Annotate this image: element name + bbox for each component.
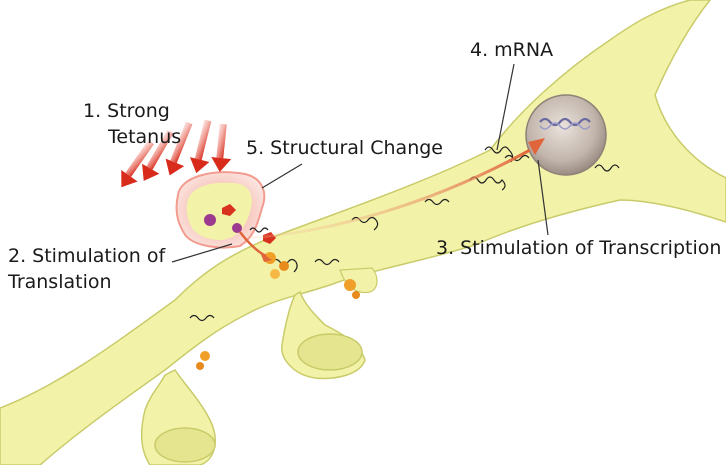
protein-purple xyxy=(232,223,242,233)
protein-purple xyxy=(204,214,216,226)
label-strong-tetanus-2: Tetanus xyxy=(107,126,181,148)
protein-orange xyxy=(270,269,280,279)
label-stimulation-translation-2: Translation xyxy=(7,271,112,293)
protein-orange xyxy=(344,279,356,291)
label-mrna: 4. mRNA xyxy=(470,39,553,61)
leader-structural-change xyxy=(262,164,302,188)
protein-orange xyxy=(196,362,204,370)
spine-lower-left-opening xyxy=(155,428,215,462)
protein-orange xyxy=(200,351,210,361)
label-stimulation-translation-1: 2. Stimulation of xyxy=(8,245,166,267)
label-strong-tetanus-1: 1. Strong xyxy=(83,100,170,122)
protein-orange xyxy=(279,261,289,271)
leader-translation xyxy=(172,244,232,262)
protein-orange xyxy=(352,291,360,299)
label-structural-change: 5. Structural Change xyxy=(246,137,443,159)
spine-lower-middle-opening xyxy=(298,334,362,370)
label-stimulation-transcription: 3. Stimulation of Transcription xyxy=(436,237,721,259)
